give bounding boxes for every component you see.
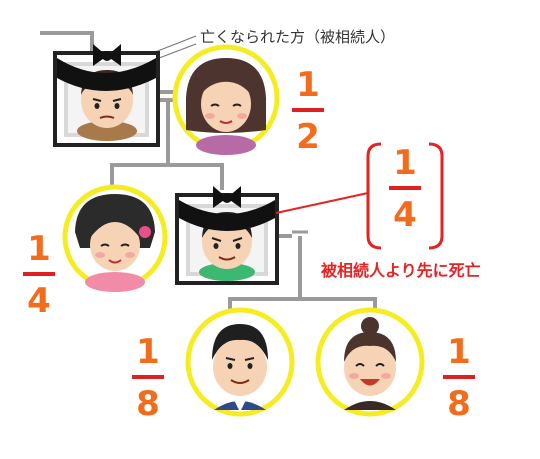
share-predeceased-child: 1 4: [389, 146, 421, 232]
spouse-portrait: [172, 44, 280, 155]
grandson-portrait: [185, 307, 295, 417]
line-children-bar: [110, 163, 224, 190]
share-granddaughter-numerator: 1: [447, 332, 471, 372]
share-spouse-denominator: 2: [296, 117, 320, 157]
share-spouse: 1 2: [292, 68, 324, 154]
share-predeceased-numerator: 1: [393, 143, 417, 183]
mourning-ribbon-icon-son: [179, 186, 275, 231]
bracket-left: [366, 142, 382, 250]
share-daughter-bar: [23, 272, 55, 276]
granddaughter-portrait: [315, 307, 425, 417]
daughter-portrait: [62, 184, 168, 292]
mourning-ribbon-icon: [57, 44, 156, 91]
share-granddaughter-denominator: 8: [447, 384, 471, 424]
share-predeceased-denominator: 4: [393, 195, 417, 235]
share-daughter: 1 4: [23, 232, 55, 318]
share-grandson-numerator: 1: [136, 332, 160, 372]
share-granddaughter-bar: [443, 375, 475, 379]
share-grandson-denominator: 8: [136, 384, 160, 424]
line-deceased-top: [40, 31, 94, 52]
bracket-right: [428, 142, 444, 250]
predeceased-son-portrait: [175, 186, 279, 285]
share-spouse-numerator: 1: [296, 65, 320, 105]
predeceased-note: 被相続人より先に死亡: [321, 261, 481, 280]
share-predeceased-bar: [389, 186, 421, 190]
share-grandson-bar: [132, 375, 164, 379]
share-granddaughter: 1 8: [443, 335, 475, 421]
deceased-grandfather-portrait: [53, 44, 160, 147]
deceased-note: 亡くなられた方（被相続人）: [200, 28, 396, 46]
predeceased-callout-line: [275, 192, 369, 214]
share-daughter-denominator: 4: [27, 281, 51, 321]
share-spouse-bar: [292, 108, 324, 112]
share-daughter-numerator: 1: [27, 229, 51, 269]
share-grandson: 1 8: [132, 335, 164, 421]
